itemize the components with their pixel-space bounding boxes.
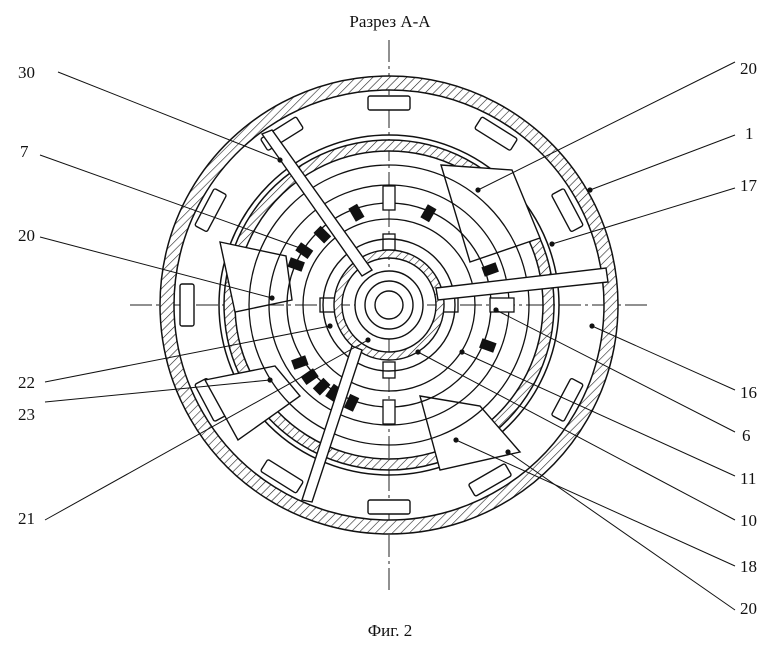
callout-22: 22: [18, 373, 35, 392]
callout-1: 1: [745, 124, 754, 143]
callout-30: 30: [18, 63, 35, 82]
callout-20-top-right: 20: [740, 59, 757, 78]
callout-6: 6: [742, 426, 751, 445]
callout-17: 17: [740, 176, 758, 195]
section-title: Разрез А-А: [349, 12, 431, 31]
callout-11: 11: [740, 469, 756, 488]
callout-18: 18: [740, 557, 757, 576]
callout-7: 7: [20, 142, 29, 161]
callout-20-bottom-right: 20: [740, 599, 757, 618]
callout-10: 10: [740, 511, 757, 530]
callout-20-left: 20: [18, 226, 35, 245]
callout-21: 21: [18, 509, 35, 528]
figure-caption: Фиг. 2: [368, 621, 413, 640]
callout-23: 23: [18, 405, 35, 424]
callout-16: 16: [740, 383, 757, 402]
